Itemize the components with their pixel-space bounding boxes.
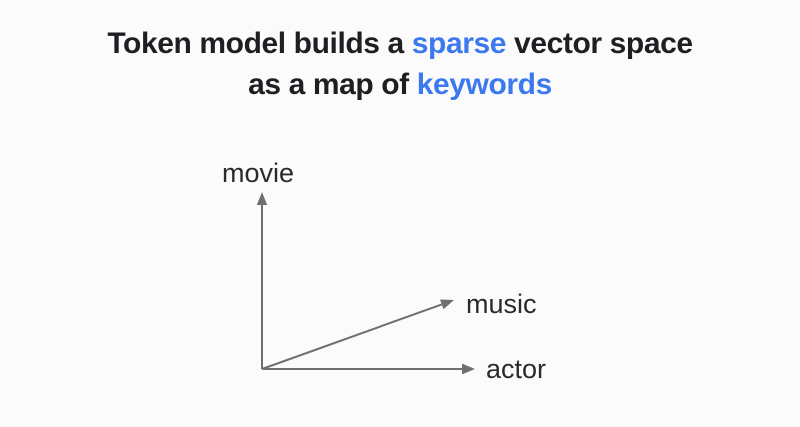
axis-label-music: music xyxy=(466,289,537,319)
title-line-1: Token model builds a sparse vector space xyxy=(0,23,800,64)
title-text-segment: Token model builds a xyxy=(107,27,412,60)
title-line-2: as a map of keywords xyxy=(0,64,800,105)
title-text-segment: vector space xyxy=(506,27,693,60)
title-highlight-sparse: sparse xyxy=(411,27,507,60)
axis-label-movie: movie xyxy=(222,158,295,188)
axis-label-actor: actor xyxy=(486,354,547,384)
title-text-segment: as a map of xyxy=(248,68,417,101)
axis-arrow-movie xyxy=(256,192,268,369)
axis-arrow-actor xyxy=(262,363,475,375)
axis-arrow-music xyxy=(261,299,454,370)
page-title: Token model builds a sparse vector space… xyxy=(0,23,800,105)
title-highlight-keywords: keywords xyxy=(416,68,553,101)
